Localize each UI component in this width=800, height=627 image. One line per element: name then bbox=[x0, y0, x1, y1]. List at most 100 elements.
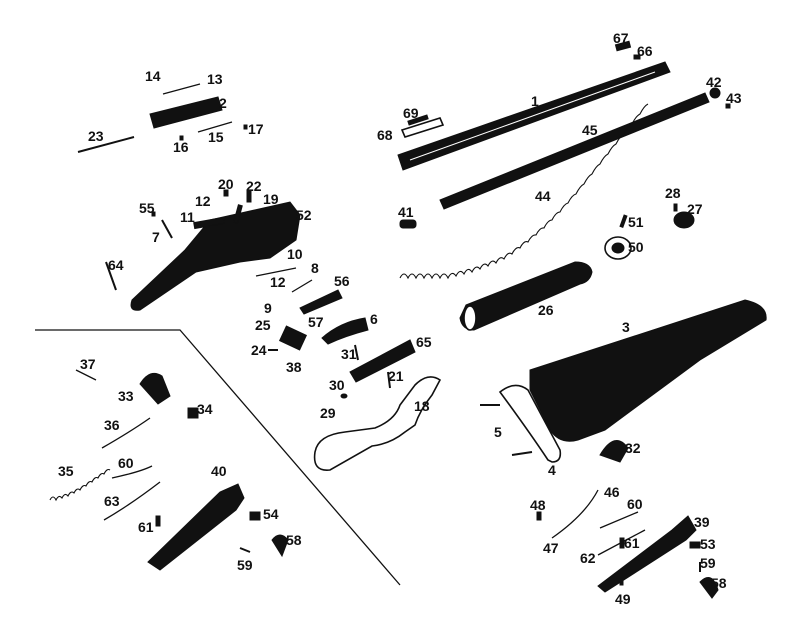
part-hammer bbox=[139, 372, 171, 405]
callout-68: 68 bbox=[377, 127, 393, 143]
callout-64: 64 bbox=[108, 257, 124, 273]
part-trigger-stop-63 bbox=[103, 481, 161, 521]
part-trigger-58-right bbox=[699, 577, 719, 599]
callout-7: 7 bbox=[152, 229, 160, 245]
callout-67: 67 bbox=[613, 30, 629, 46]
part-band-screw bbox=[619, 214, 628, 228]
callout-43: 43 bbox=[726, 90, 742, 106]
part-trigger-plate-right bbox=[597, 515, 697, 593]
callout-26: 26 bbox=[538, 302, 554, 318]
part-forearm bbox=[459, 261, 593, 331]
part-mainspring bbox=[49, 468, 111, 502]
callout-13: 13 bbox=[207, 71, 223, 87]
part-front-band-screw bbox=[673, 203, 678, 212]
part-spring-8 bbox=[291, 279, 313, 293]
part-barrel-band-hole bbox=[611, 242, 625, 254]
callout-54: 54 bbox=[263, 506, 279, 522]
callout-35: 35 bbox=[58, 463, 74, 479]
part-magazine-spring bbox=[399, 103, 649, 280]
part-rear-sight-elevator bbox=[407, 114, 429, 126]
callout-19: 19 bbox=[263, 191, 279, 207]
callout-21: 21 bbox=[388, 368, 404, 384]
part-pin-61-right bbox=[619, 537, 625, 549]
callout-36: 36 bbox=[104, 417, 120, 433]
callout-50: 50 bbox=[628, 239, 644, 255]
part-spring-54 bbox=[249, 511, 261, 521]
part-magazine-cap bbox=[709, 87, 721, 99]
callout-4: 4 bbox=[548, 462, 556, 478]
callout-52: 52 bbox=[296, 207, 312, 223]
callout-62: 62 bbox=[580, 550, 596, 566]
callout-53: 53 bbox=[700, 536, 716, 552]
callout-38: 38 bbox=[286, 359, 302, 375]
callout-59-left: 59 bbox=[237, 557, 253, 573]
part-screw-19 bbox=[233, 204, 243, 224]
part-pin-31 bbox=[354, 344, 359, 361]
callout-57: 57 bbox=[308, 314, 324, 330]
callout-6: 6 bbox=[370, 311, 378, 327]
callout-60-right: 60 bbox=[627, 496, 643, 512]
callout-61-left: 61 bbox=[138, 519, 154, 535]
callout-51: 51 bbox=[628, 214, 644, 230]
callout-27: 27 bbox=[687, 201, 703, 217]
callout-61-right: 61 bbox=[624, 535, 640, 551]
part-magazine-tube bbox=[439, 92, 710, 210]
part-pin-49 bbox=[619, 579, 624, 586]
part-block-34 bbox=[187, 407, 199, 419]
part-trigger-plate bbox=[147, 483, 245, 571]
part-spring-53 bbox=[689, 541, 701, 549]
part-pin-17 bbox=[243, 124, 248, 130]
part-screw-20 bbox=[223, 189, 229, 197]
callout-55: 55 bbox=[139, 200, 155, 216]
callout-32: 32 bbox=[625, 440, 641, 456]
part-pin-37 bbox=[75, 369, 97, 381]
part-spring-36 bbox=[101, 417, 151, 449]
callout-23: 23 bbox=[88, 128, 104, 144]
part-front-sight bbox=[614, 40, 632, 52]
part-pin-30 bbox=[340, 393, 348, 399]
part-spring-60-right bbox=[599, 511, 639, 529]
callout-60-left: 60 bbox=[118, 455, 134, 471]
callout-65: 65 bbox=[416, 334, 432, 350]
callout-45: 45 bbox=[582, 122, 598, 138]
part-rear-sight bbox=[400, 117, 445, 138]
part-pin-21 bbox=[387, 371, 391, 389]
callout-34: 34 bbox=[197, 401, 213, 417]
callout-31: 31 bbox=[341, 346, 357, 362]
part-carrier-spring bbox=[193, 216, 225, 230]
part-front-sight-screw bbox=[633, 54, 641, 60]
part-locking-bolt bbox=[349, 339, 416, 383]
part-bolt bbox=[149, 96, 223, 129]
part-locking-block bbox=[278, 325, 308, 351]
part-cap-screw bbox=[725, 103, 731, 109]
part-firing-pin bbox=[197, 121, 233, 133]
callout-12-mid: 12 bbox=[270, 274, 286, 290]
callout-25: 25 bbox=[255, 317, 271, 333]
callout-8: 8 bbox=[311, 260, 319, 276]
callout-40: 40 bbox=[211, 463, 227, 479]
part-pin-55 bbox=[151, 211, 156, 217]
part-trigger-58-left bbox=[271, 534, 289, 558]
callout-20: 20 bbox=[218, 176, 234, 192]
callout-5: 5 bbox=[494, 424, 502, 440]
callout-17: 17 bbox=[248, 121, 264, 137]
callout-56: 56 bbox=[334, 273, 350, 289]
part-butt-screw-lower bbox=[511, 451, 533, 456]
callout-10: 10 bbox=[287, 246, 303, 262]
inset-divider bbox=[35, 329, 401, 586]
part-spring-60 bbox=[111, 465, 153, 479]
callout-58-left: 58 bbox=[286, 532, 302, 548]
callout-30: 30 bbox=[329, 377, 345, 393]
callout-22: 22 bbox=[246, 178, 262, 194]
part-front-band bbox=[673, 211, 695, 229]
callout-16: 16 bbox=[173, 139, 189, 155]
callout-12-top: 12 bbox=[195, 193, 211, 209]
callout-69: 69 bbox=[403, 105, 419, 121]
callout-2: 2 bbox=[219, 95, 227, 111]
part-pin-48 bbox=[536, 511, 542, 521]
part-receiver bbox=[130, 201, 301, 311]
part-screw-22 bbox=[246, 189, 252, 203]
callout-37: 37 bbox=[80, 356, 96, 372]
part-magazine-plug bbox=[399, 219, 417, 229]
